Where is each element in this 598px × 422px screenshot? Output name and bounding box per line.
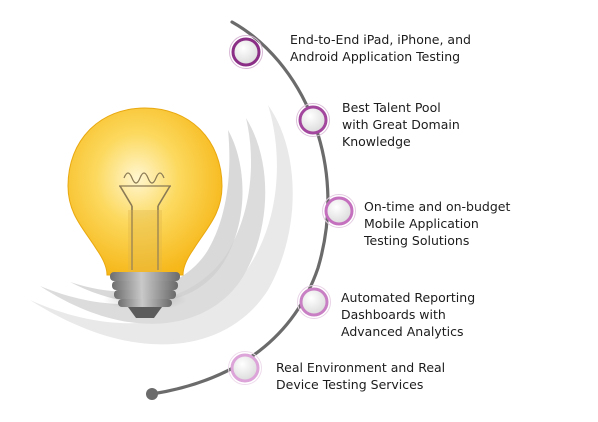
- feature-label-talent-pool: Best Talent Pool with Great Domain Knowl…: [342, 100, 460, 149]
- node-ring-2: [298, 105, 328, 135]
- circle-node-icon: [229, 35, 263, 69]
- circle-node-icon: [322, 194, 356, 228]
- circle-node-icon: [228, 351, 262, 385]
- node-ring-4: [299, 287, 329, 317]
- node-ring-3: [324, 196, 354, 226]
- feature-label-ipad-iphone-android: End-to-End iPad, iPhone, and Android App…: [290, 32, 471, 64]
- feature-label-automated-reporting: Automated Reporting Dashboards with Adva…: [341, 290, 476, 339]
- arc-end-dot: [146, 388, 158, 400]
- feature-label-real-environment: Real Environment and Real Device Testing…: [276, 360, 446, 392]
- circle-node-icon: [297, 285, 331, 319]
- feature-label-on-time-budget: On-time and on-budget Mobile Application…: [364, 199, 511, 248]
- light-bulb-icon: [67, 107, 223, 318]
- node-ring-5: [230, 353, 260, 383]
- node-ring-1: [231, 37, 261, 67]
- circle-node-icon: [296, 103, 330, 137]
